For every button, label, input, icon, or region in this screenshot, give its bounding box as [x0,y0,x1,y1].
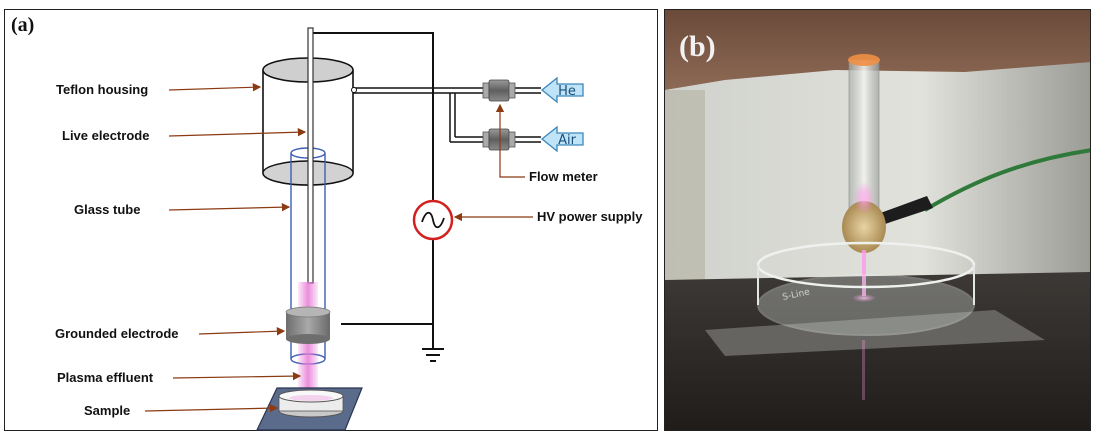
glass-tube-label: Glass tube [74,202,141,217]
ground-symbol [422,348,444,362]
flow-meter-he [482,79,516,102]
schematic-drawing: He Air [144,27,584,431]
photo-panel: S-Line (b) [664,9,1091,431]
grounded-electrode-arrow [198,327,286,336]
plasma-effluent-arrow [172,371,302,381]
plasma-jet-photo-beam [862,250,866,296]
live-electrode [307,27,314,284]
schematic-panel: He Air (a) Teflon housing Live electrode… [4,9,658,431]
grounded-electrode-photo [842,201,886,253]
sample-plate [705,310,1045,356]
alligator-clip [875,196,933,226]
plasma-jet-photo: S-Line [665,10,1090,430]
teflon-housing-label: Teflon housing [56,82,149,97]
panel-a-label: (a) [11,14,35,36]
grounded-electrode [285,306,331,344]
air-label: Air [558,133,577,148]
plasma-effluent-label: Plasma effluent [57,370,154,385]
flow-meter-arrow [495,103,525,178]
he-label: He [558,84,576,99]
gas-inlet-port [351,87,357,93]
ground-wire [923,148,1090,212]
teflon-housing-arrow [168,83,262,92]
hv-power-supply-label: HV power supply [537,209,643,224]
gas-lines [353,87,541,143]
panel-b-label: (b) [679,30,716,63]
petri-dish: S-Line [756,241,976,336]
he-inlet-arrow: He [540,76,584,104]
flow-meter-label: Flow meter [529,169,598,184]
grounded-electrode-label: Grounded electrode [55,326,179,341]
live-electrode-label: Live electrode [62,128,150,143]
glass-tube-arrow [168,202,291,212]
hv-power-supply [412,199,454,241]
sample-label: Sample [84,403,131,418]
air-inlet-arrow: Air [540,125,584,153]
sample-arrow [144,403,279,413]
live-electrode-arrow [168,128,307,137]
sample-stage [256,387,363,431]
wooden-holder [665,10,1090,90]
flow-meter-air [482,128,516,151]
callout-arrows [144,83,533,413]
